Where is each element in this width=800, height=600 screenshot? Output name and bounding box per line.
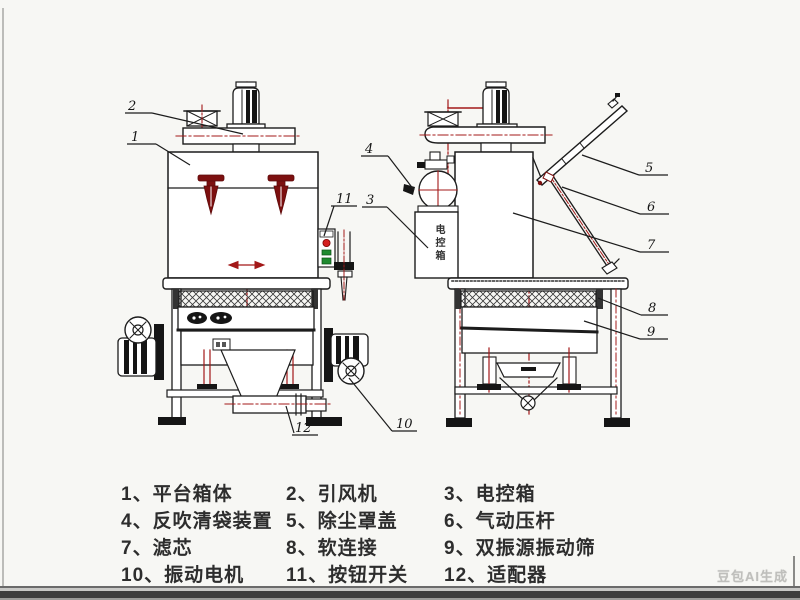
callout-12: 12 bbox=[285, 405, 318, 436]
callout-8: 8 bbox=[597, 297, 668, 316]
legend-item: 7、滤芯 bbox=[121, 538, 193, 559]
callouts: 2 1 4 3 11 5 6 7 bbox=[125, 99, 669, 436]
ai-watermark: 豆包AI生成 bbox=[716, 569, 788, 584]
callout-10: 10 bbox=[348, 377, 417, 432]
machine-diagram: 2 1 4 3 11 5 6 7 bbox=[117, 81, 669, 436]
callout-7: 7 bbox=[512, 212, 669, 253]
legend-item: 2、引风机 bbox=[286, 484, 378, 505]
callout-3: 3 bbox=[362, 193, 429, 249]
legend-item: 1、平台箱体 bbox=[121, 484, 233, 505]
fan-motor-icon bbox=[476, 81, 518, 132]
svg-text:2: 2 bbox=[127, 99, 136, 114]
svg-text:3: 3 bbox=[366, 193, 374, 208]
svg-text:5: 5 bbox=[645, 161, 653, 176]
bottom-bar bbox=[0, 591, 800, 598]
discharge-cone bbox=[499, 377, 558, 411]
callout-9: 9 bbox=[583, 320, 668, 340]
bottom-bar bbox=[0, 598, 800, 600]
legend-item: 10、振动电机 bbox=[121, 565, 245, 586]
right-edge-line bbox=[793, 556, 795, 586]
fan-motor-icon bbox=[226, 81, 266, 132]
dust-cover-lid bbox=[535, 93, 629, 186]
fan-box-icon bbox=[183, 104, 221, 143]
drop-pipe bbox=[334, 229, 354, 301]
callout-4: 4 bbox=[361, 142, 415, 191]
svg-text:12: 12 bbox=[295, 421, 312, 436]
soft-connection bbox=[178, 290, 314, 308]
callout-1: 1 bbox=[127, 130, 191, 166]
callout-6: 6 bbox=[561, 186, 669, 215]
left-edge-line bbox=[2, 8, 4, 586]
vibration-motor-right-icon bbox=[324, 328, 369, 385]
callout-2: 2 bbox=[125, 99, 244, 135]
stand bbox=[446, 277, 630, 427]
filter-icon bbox=[197, 174, 295, 216]
callout-5: 5 bbox=[581, 154, 668, 176]
svg-text:9: 9 bbox=[647, 325, 655, 340]
legend-item: 5、除尘罩盖 bbox=[286, 511, 398, 532]
logo-badge bbox=[187, 312, 232, 324]
legend-item: 6、气动压杆 bbox=[444, 511, 556, 532]
svg-text:4: 4 bbox=[364, 142, 373, 157]
side-view bbox=[403, 81, 630, 427]
backblow-device-icon bbox=[403, 151, 459, 213]
legend-item: 12、适配器 bbox=[444, 565, 548, 586]
legend-item: 11、按钮开关 bbox=[286, 565, 409, 586]
svg-text:6: 6 bbox=[647, 200, 655, 215]
parts-legend: 1、平台箱体 2、引风机 3、电控箱 4、反吹清袋装置 5、除尘罩盖 6、气动压… bbox=[0, 479, 800, 589]
soft-connection bbox=[460, 290, 597, 308]
control-box-label: 电控箱 bbox=[433, 224, 444, 263]
legend-item: 3、电控箱 bbox=[444, 484, 536, 505]
svg-text:10: 10 bbox=[396, 417, 413, 432]
legend-item: 4、反吹清袋装置 bbox=[121, 511, 273, 532]
legend-item: 8、软连接 bbox=[286, 538, 378, 559]
bottom-bar bbox=[0, 588, 800, 591]
box-body bbox=[167, 151, 319, 279]
svg-text:7: 7 bbox=[647, 238, 656, 253]
control-box bbox=[414, 211, 459, 279]
nameplate bbox=[212, 338, 231, 351]
callout-11: 11 bbox=[323, 192, 357, 237]
front-view bbox=[117, 81, 369, 426]
vibration-motor-left-icon bbox=[117, 316, 164, 380]
bottom-bar bbox=[0, 586, 800, 588]
fan-scroll-icon bbox=[424, 111, 546, 144]
spring-mount bbox=[477, 347, 581, 393]
svg-text:11: 11 bbox=[336, 192, 353, 207]
legend-item: 9、双振源振动筛 bbox=[444, 538, 596, 559]
svg-text:1: 1 bbox=[131, 130, 139, 145]
flow-arrow-icon bbox=[227, 260, 266, 270]
pneumatic-rod bbox=[542, 171, 620, 275]
button-switch-icon bbox=[317, 228, 336, 268]
svg-text:8: 8 bbox=[648, 301, 656, 316]
